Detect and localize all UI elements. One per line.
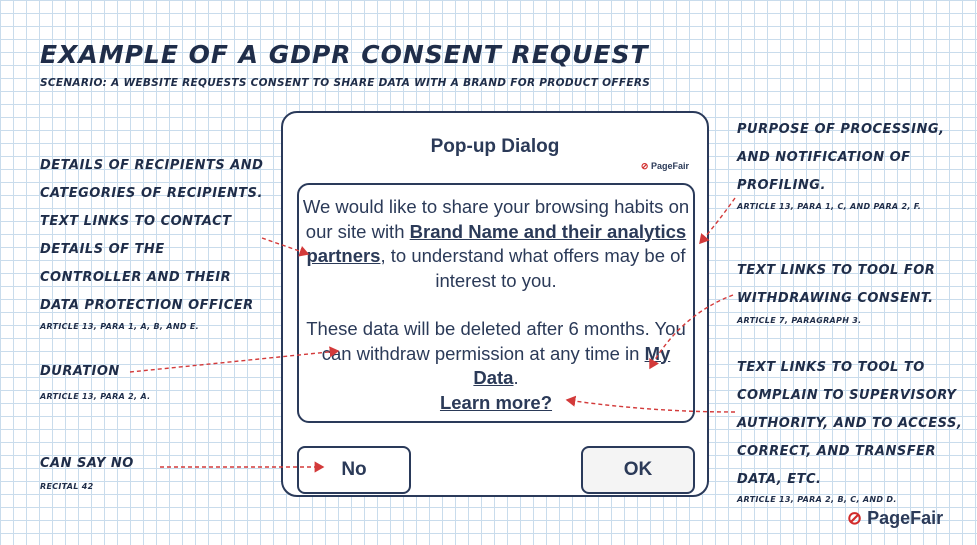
arrow-recipients [261, 237, 310, 257]
message-paragraph-2: These data will be deleted after 6 month… [299, 317, 693, 391]
message-text: . [513, 367, 519, 388]
consent-dialog: Pop-up Dialog ⊘ PageFair We would like t… [281, 111, 709, 497]
annotation-withdraw-ref: Article 7, paragraph 3. [737, 316, 862, 325]
annotation-line: Text links to contact [40, 214, 232, 229]
recipients-link[interactable]: Brand Name and their analytics partners [306, 220, 687, 267]
arrow-purpose [699, 197, 736, 245]
pagefair-logo-text: PageFair [650, 161, 689, 171]
annotation-say-no-ref: Recital 42 [40, 482, 94, 491]
consent-message: We would like to share your browsing hab… [297, 183, 695, 423]
annotation-line: withdrawing consent. [737, 291, 934, 306]
annotation-line: data, etc. [737, 472, 822, 487]
annotation-line: Text links to tool to [737, 360, 925, 375]
annotation-recipients: Details of recipients and categories of … [40, 152, 263, 320]
page-subtitle: Scenario: A website requests consent to … [40, 77, 651, 89]
annotation-line: Text links to tool for [737, 263, 936, 278]
annotation-complain-ref: Article 13, para 2, b, c, and d. [737, 495, 897, 504]
arrow-withdraw [649, 294, 734, 370]
learn-more-link[interactable]: Learn more? [439, 391, 553, 413]
message-text: We would like to share your browsing hab… [302, 196, 690, 242]
annotation-complain: Text links to tool to complain to superv… [737, 354, 962, 494]
pagefair-footer-text: PageFair [867, 508, 944, 528]
annotation-line: and notification of [737, 150, 911, 165]
annotation-line: data protection officer [40, 298, 254, 313]
annotation-line: categories of recipients. [40, 186, 263, 201]
annotation-duration: Duration [40, 358, 120, 386]
pagefair-logo-footer: ⊘ PageFair [847, 508, 943, 529]
arrow-duration [129, 346, 340, 373]
annotation-line: controller and their [40, 270, 232, 285]
annotation-line: profiling. [737, 178, 826, 193]
pagefair-logo-icon: ⊘ [640, 161, 649, 171]
annotation-line: complain to supervisory [737, 388, 957, 403]
annotation-withdraw: Text links to tool for withdrawing conse… [737, 257, 935, 313]
message-text: , to understand what offers may be of in… [380, 245, 686, 291]
pagefair-logo-icon: ⊘ [847, 508, 863, 528]
ok-button[interactable]: OK [581, 446, 695, 494]
annotation-line: Purpose of processing, [737, 122, 945, 137]
page-title: Example of a GDPR consent request [40, 40, 649, 69]
dialog-title: Pop-up Dialog [430, 136, 560, 157]
pagefair-logo-small: ⊘ PageFair [641, 161, 689, 172]
annotation-line: Details of recipients and [40, 158, 264, 173]
message-text: These data will be deleted after 6 month… [306, 318, 686, 364]
annotation-recipients-ref: Article 13, para 1, a, b, and e. [40, 322, 199, 331]
annotation-purpose-ref: Article 13, para 1, c, and para 2, f. [737, 202, 922, 211]
annotation-say-no: Can say no [40, 450, 134, 478]
annotation-line: Can say no [40, 456, 134, 471]
annotation-duration-ref: Article 13, para 2, a. [40, 392, 151, 401]
annotation-line: authority, and to access, [737, 416, 963, 431]
annotation-purpose: Purpose of processing, and notification … [737, 116, 945, 200]
message-paragraph-1: We would like to share your browsing hab… [299, 195, 693, 293]
arrow-complain [565, 395, 736, 413]
annotation-line: details of the [40, 242, 165, 257]
annotation-line: Duration [40, 364, 120, 379]
annotation-line: correct, and transfer [737, 444, 936, 459]
